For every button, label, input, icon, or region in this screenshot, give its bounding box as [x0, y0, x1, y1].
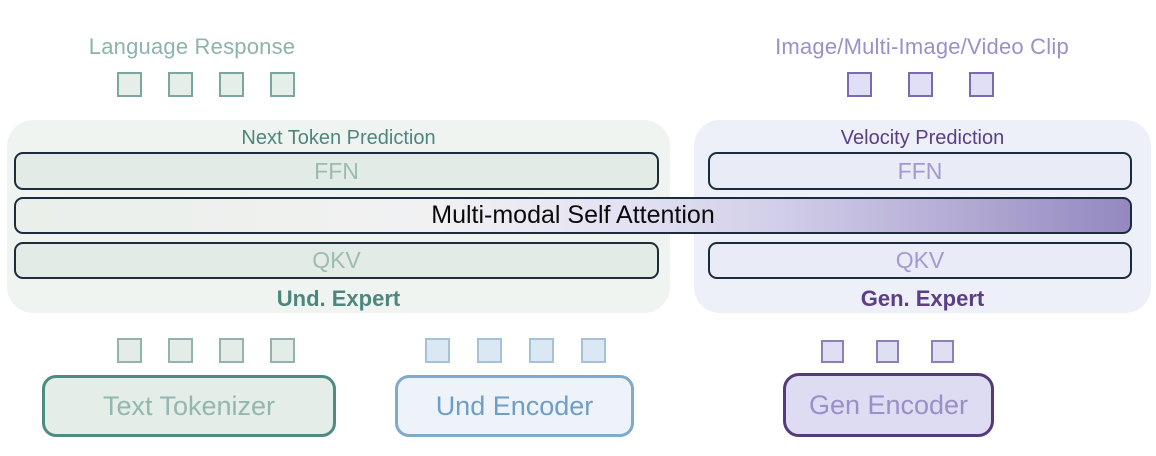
language-token-square [117, 72, 142, 97]
language-response-label: Language Response [88, 34, 296, 59]
image-token-square [847, 72, 872, 97]
image-token-square [908, 72, 933, 97]
image-token-row [847, 72, 994, 97]
und-token-square [581, 338, 606, 363]
language-token-square [168, 72, 193, 97]
image-video-clip-label: Image/Multi-Image/Video Clip [775, 34, 1069, 59]
und-ffn-bar: FFN [14, 152, 659, 190]
text-token-square [117, 338, 142, 363]
language-token-square [219, 72, 244, 97]
text-token-square [168, 338, 193, 363]
gen-encoder-box: Gen Encoder [783, 373, 994, 437]
language-token-row [117, 72, 295, 97]
text-token-square [219, 338, 244, 363]
gen-ffn-bar: FFN [708, 152, 1132, 190]
text-token-row [117, 338, 295, 363]
text-token-square [270, 338, 295, 363]
und-token-square [529, 338, 554, 363]
und-token-square [425, 338, 450, 363]
und-token-row [425, 338, 606, 363]
velocity-prediction-title: Velocity Prediction [840, 127, 1005, 149]
und-encoder-box: Und Encoder [395, 375, 634, 437]
text-tokenizer-box: Text Tokenizer [42, 375, 336, 437]
gen-token-square [931, 340, 954, 363]
gen-token-square [876, 340, 899, 363]
next-token-prediction-title: Next Token Prediction [241, 127, 436, 149]
und-qkv-bar: QKV [14, 242, 659, 279]
image-token-square [969, 72, 994, 97]
gen-qkv-bar: QKV [708, 242, 1132, 279]
gen-token-square [821, 340, 844, 363]
gen-expert-label: Gen. Expert [860, 286, 985, 311]
und-token-square [477, 338, 502, 363]
language-token-square [270, 72, 295, 97]
und-expert-label: Und. Expert [276, 286, 401, 311]
multimodal-self-attention-bar: Multi-modal Self Attention [14, 197, 1132, 234]
gen-token-row [821, 340, 954, 363]
